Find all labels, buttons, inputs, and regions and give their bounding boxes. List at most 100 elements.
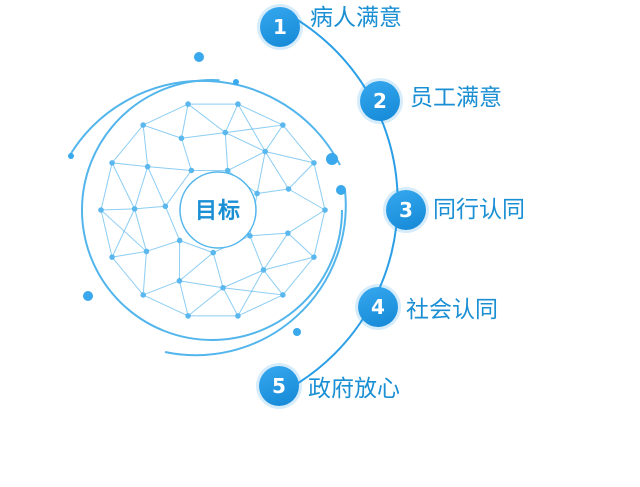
decorative-rings <box>68 9 399 389</box>
goal-label: 同行认同 <box>433 197 525 223</box>
network-node <box>185 101 191 107</box>
network-edge <box>256 151 266 194</box>
network-node <box>235 101 241 107</box>
network-edge <box>142 280 180 296</box>
network-node <box>109 160 115 166</box>
lower-ring-arc <box>164 189 347 357</box>
network-edge <box>142 251 147 295</box>
network-node <box>247 232 253 239</box>
network-node <box>143 248 150 255</box>
ring-dot <box>326 153 338 165</box>
network-node <box>222 129 229 136</box>
network-sphere-icon <box>98 101 328 319</box>
network-edge <box>288 162 315 190</box>
network-edge <box>282 256 315 296</box>
network-edge <box>263 256 315 271</box>
network-edge <box>181 132 226 139</box>
network-node <box>109 254 115 260</box>
network-node <box>262 148 268 155</box>
network-node <box>140 122 146 128</box>
network-edge <box>100 208 135 211</box>
network-edge <box>142 103 189 126</box>
network-node <box>322 207 328 213</box>
network-node <box>144 163 151 170</box>
network-edge <box>100 209 147 252</box>
network-node <box>176 237 183 244</box>
network-edge <box>111 256 144 296</box>
network-edge <box>187 103 226 133</box>
goal-number-badge: 3 <box>386 190 426 230</box>
network-node <box>176 278 183 284</box>
outer-ring-arc <box>69 80 341 166</box>
network-edge <box>164 170 192 207</box>
network-edge <box>265 151 315 164</box>
ring-dot <box>68 153 74 159</box>
network-node <box>285 230 291 236</box>
network-node <box>260 267 267 273</box>
network-edge <box>134 208 147 252</box>
network-node <box>185 313 191 319</box>
center-label: 目标 <box>194 199 241 224</box>
network-edge <box>111 162 136 210</box>
network-node <box>140 292 146 298</box>
network-node <box>210 249 217 256</box>
ring-dot <box>83 291 93 301</box>
network-node <box>311 160 317 166</box>
network-edge <box>212 252 224 288</box>
network-node <box>131 206 138 212</box>
network-node <box>254 190 260 197</box>
network-node <box>311 254 317 260</box>
network-edge <box>288 188 326 211</box>
network-edge <box>111 208 136 258</box>
network-edge <box>237 269 264 317</box>
ring-dot <box>293 328 301 336</box>
network-edge <box>313 162 326 211</box>
network-edge <box>222 287 283 296</box>
network-node <box>178 135 185 142</box>
network-edge <box>222 287 239 317</box>
network-edge <box>142 125 149 167</box>
network-edge <box>112 162 148 168</box>
network-edge <box>142 294 189 317</box>
network-edge <box>237 103 284 126</box>
network-edge <box>263 269 284 296</box>
network-edge <box>225 132 266 152</box>
network-edge <box>224 103 239 133</box>
goal-number-badge: 2 <box>360 81 400 121</box>
network-edge <box>112 250 147 258</box>
network-edge <box>147 166 166 207</box>
network-edge <box>164 206 181 241</box>
network-edge <box>222 269 264 289</box>
network-edge <box>264 151 289 190</box>
inner-ring <box>81 79 343 341</box>
goal-number-badge: 4 <box>358 287 398 327</box>
network-edge <box>100 162 113 211</box>
network-edge <box>227 151 266 172</box>
network-node <box>280 122 286 128</box>
goal-label: 社会认同 <box>406 297 498 323</box>
network-edge <box>100 209 113 258</box>
goal-number-badge: 1 <box>260 7 300 47</box>
center-circle <box>179 171 257 249</box>
network-edge <box>179 280 224 289</box>
network-edge <box>249 235 264 271</box>
ring-dot <box>336 185 346 195</box>
network-edge <box>237 294 284 317</box>
ring-dot <box>194 52 204 62</box>
network-node <box>188 167 195 174</box>
network-node <box>162 203 169 210</box>
network-edge <box>237 103 266 152</box>
network-edge <box>111 124 144 164</box>
network-edge <box>313 209 326 258</box>
network-edge <box>257 188 289 194</box>
network-edge <box>224 132 229 171</box>
network-node <box>220 284 226 291</box>
network-edge <box>178 280 189 317</box>
goal-number-badge: 5 <box>259 366 299 406</box>
network-edge <box>134 205 166 210</box>
goal-label: 病人满意 <box>310 5 402 31</box>
network-edge <box>287 209 326 234</box>
goal-label: 政府放心 <box>308 376 400 402</box>
network-edge <box>147 166 192 171</box>
